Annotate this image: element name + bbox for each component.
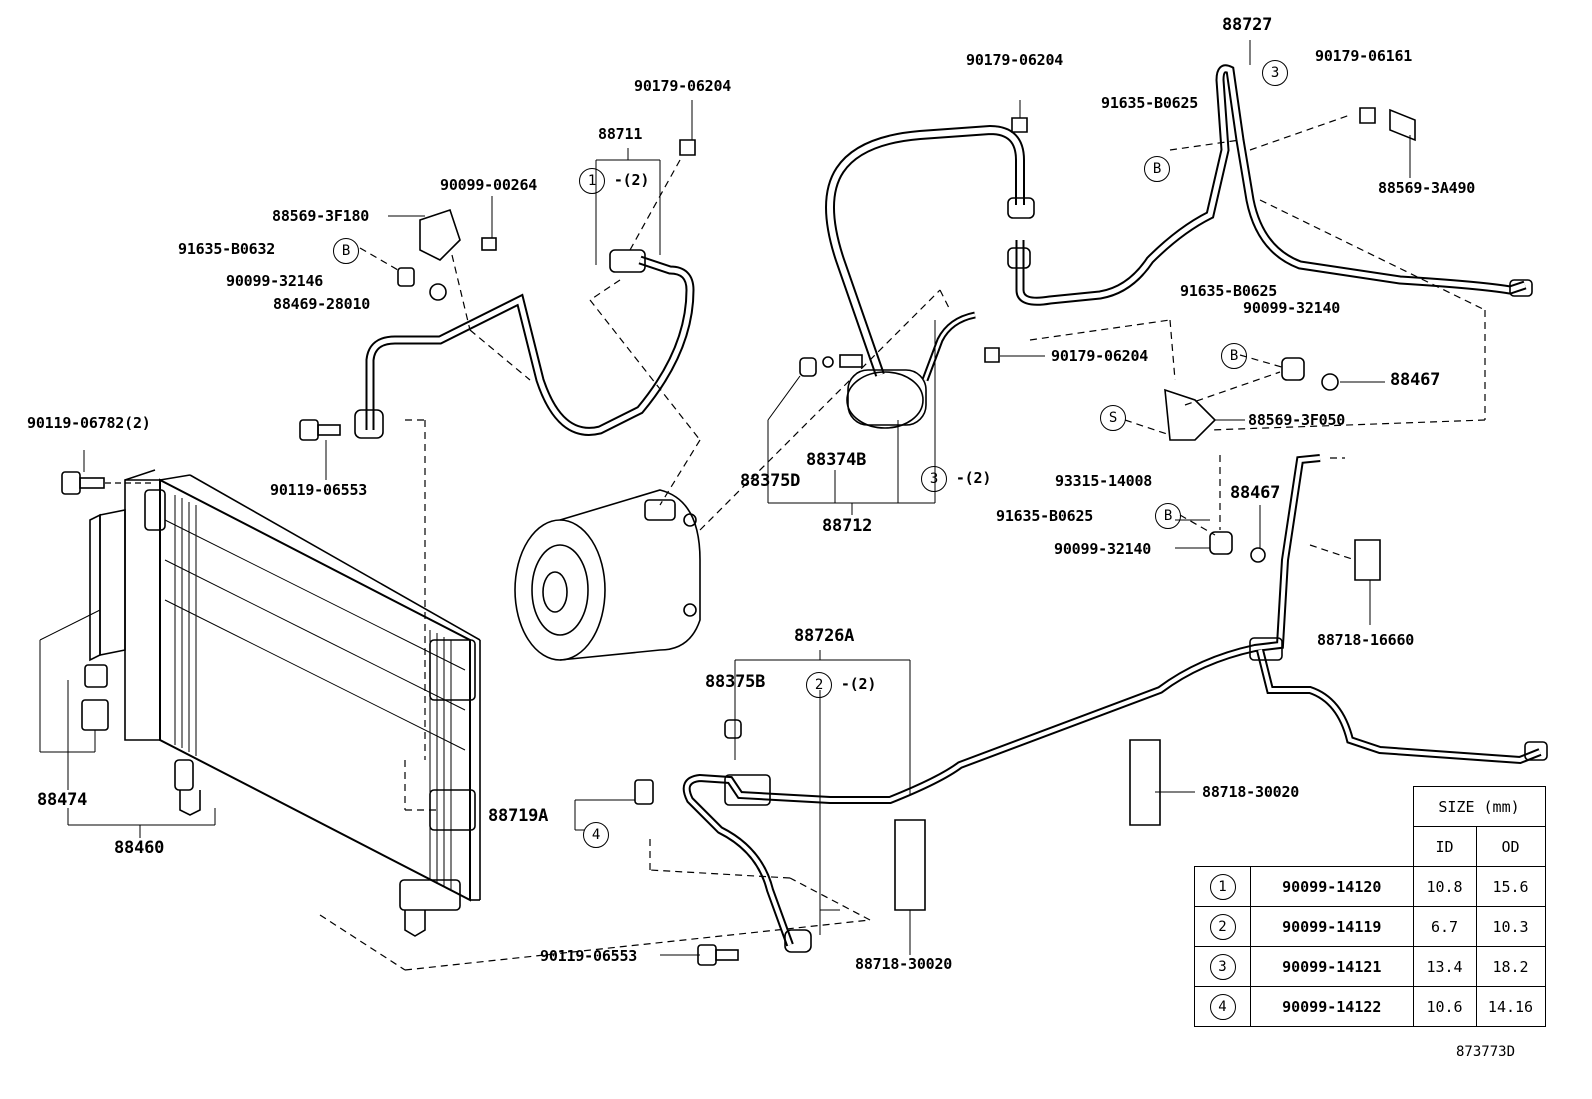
table-row: 2 90099-14119 6.7 10.3 — [1194, 906, 1546, 947]
label-90179-06161: 90179-06161 — [1315, 47, 1413, 65]
bracket-88569-3F050 — [1164, 388, 1217, 441]
label-88727: 88727 — [1222, 15, 1273, 35]
label-90179-06204-c: 90179-06204 — [1051, 347, 1149, 365]
label-90179-06204-b: 90179-06204 — [966, 51, 1064, 69]
nut-88467-a — [1321, 373, 1339, 391]
label-93315-14008: 93315-14008 — [1055, 472, 1153, 490]
clamp-88569-3A490 — [1389, 108, 1416, 142]
label-88374B: 88374B — [806, 450, 867, 470]
bolt-90099-00264 — [481, 237, 497, 251]
size-table: SIZE (mm) ID OD 1 90099-14120 10.8 15.6 … — [1194, 786, 1546, 1027]
callout-3: 3 — [1262, 60, 1288, 86]
table-row: 1 90099-14120 10.8 15.6 — [1194, 866, 1546, 907]
nut-88467-b — [1250, 547, 1266, 563]
label-91635-B0625-c: 91635-B0625 — [996, 507, 1094, 525]
callout-4: 4 — [583, 822, 609, 848]
label-90099-32140-b: 90099-32140 — [1054, 540, 1152, 558]
col-od: OD — [1475, 826, 1546, 867]
receiver-parts-88474 — [39, 509, 216, 838]
table-row: 4 90099-14122 10.6 14.16 — [1194, 986, 1546, 1027]
clamp-88718-30020-b — [1129, 739, 1195, 826]
label-90099-32146: 90099-32146 — [226, 272, 324, 290]
cushion-90099-32146 — [397, 267, 415, 287]
condenser-88460 — [124, 469, 481, 937]
switch-88719A — [574, 779, 654, 831]
label-88719A: 88719A — [488, 806, 549, 826]
label-88375B: 88375B — [705, 672, 766, 692]
label-88718-30020-a: 88718-30020 — [1202, 783, 1300, 801]
callout-B-c: B — [1221, 343, 1247, 369]
callout-1-qty: 1 -(2) — [579, 168, 649, 194]
label-88569-3A490: 88569-3A490 — [1378, 179, 1476, 197]
col-id: ID — [1412, 826, 1477, 867]
compressor — [514, 489, 701, 661]
nut-90179-06161 — [1359, 107, 1376, 124]
callout-S: S — [1100, 405, 1126, 431]
cushion-90099-32140-b — [1209, 531, 1233, 555]
pipe-88727 — [1007, 40, 1533, 306]
nut-88469-28010 — [429, 283, 447, 301]
label-88718-16660: 88718-16660 — [1317, 631, 1415, 649]
bolt-90119-06782 — [61, 450, 155, 495]
reference-lines — [319, 114, 1486, 971]
label-88718-30020-b: 88718-30020 — [855, 955, 953, 973]
label-88711: 88711 — [598, 125, 643, 143]
bolt-90119-06553-a — [299, 419, 341, 480]
bolt-90119-06553-b — [660, 944, 739, 966]
plug-88375B — [724, 719, 742, 739]
label-91635-B0625-a: 91635-B0625 — [1101, 94, 1199, 112]
nut-90179-06204-a — [679, 139, 696, 156]
size-header: SIZE (mm) — [1412, 786, 1546, 827]
label-90179-06204-a: 90179-06204 — [634, 77, 732, 95]
label-91635-B0625-b: 91635-B0625 — [1180, 282, 1278, 300]
nut-90179-06204-b — [1011, 117, 1028, 133]
label-88460: 88460 — [114, 838, 165, 858]
label-90099-32140-a: 90099-32140 — [1243, 299, 1341, 317]
label-90099-00264: 90099-00264 — [440, 176, 538, 194]
label-88474: 88474 — [37, 790, 88, 810]
callout-B-a: B — [333, 238, 359, 264]
liquid-pipe-88726A — [682, 454, 1548, 953]
label-88467-b: 88467 — [1230, 483, 1281, 503]
callout-2-qty: 2 -(2) — [806, 672, 876, 698]
clamp-88718-16660 — [1354, 539, 1381, 581]
label-88467-a: 88467 — [1390, 370, 1441, 390]
label-88712: 88712 — [822, 516, 873, 536]
figure-code: 873773D — [1456, 1044, 1516, 1060]
label-90119-06553-a: 90119-06553 — [270, 481, 368, 499]
clamp-88718-30020-a — [894, 819, 926, 955]
cushion-90099-32140-a — [1281, 357, 1305, 381]
label-90119-06782: 90119-06782(2) — [27, 414, 151, 432]
label-88375D: 88375D — [740, 471, 801, 491]
nut-90179-06204-c — [984, 347, 1000, 363]
callout-B-b: B — [1144, 156, 1170, 182]
table-row: 3 90099-14121 13.4 18.2 — [1194, 946, 1546, 987]
label-88569-3F180: 88569-3F180 — [272, 207, 370, 225]
label-88726A: 88726A — [794, 626, 855, 646]
label-90119-06553-b: 90119-06553 — [540, 947, 638, 965]
label-91635-B0632: 91635-B0632 — [178, 240, 276, 258]
bracket-88569-3F180 — [388, 208, 461, 261]
callout-B-d: B — [1155, 503, 1181, 529]
label-88569-3F050: 88569-3F050 — [1248, 411, 1346, 429]
callout-3-qty: 3 -(2) — [921, 466, 991, 492]
label-88469-28010: 88469-28010 — [273, 295, 371, 313]
